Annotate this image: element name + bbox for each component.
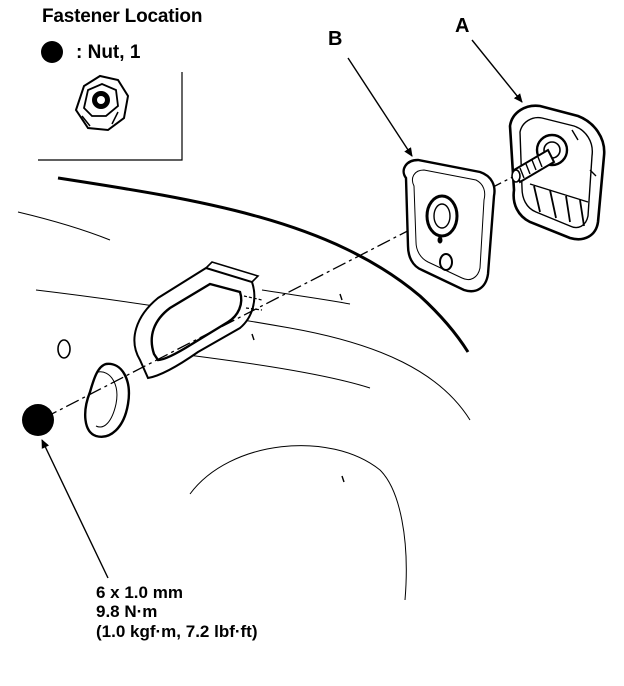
- leader-b: [347, 57, 413, 157]
- callout-a-label: A: [455, 15, 470, 37]
- legend-inset: [38, 41, 183, 161]
- nut-location-dot: [22, 404, 54, 436]
- spec-torque-alt: (1.0 kgf·m, 7.2 lbf·ft): [96, 622, 258, 641]
- nut-legend-dot: [41, 41, 63, 63]
- bracket-a: [508, 104, 606, 241]
- leader-a: [471, 39, 523, 103]
- spec-size: 6 x 1.0 mm: [96, 583, 183, 602]
- callout-b-label: B: [328, 28, 343, 50]
- body-bracket: [133, 261, 263, 380]
- body-hole-large: [84, 362, 131, 438]
- leader-nut: [41, 439, 109, 579]
- gasket-b: [402, 158, 496, 293]
- body-panel: [17, 176, 471, 601]
- body-hole-small: [57, 339, 71, 359]
- legend-title: Fastener Location: [42, 6, 203, 27]
- spec-torque-nm: 9.8 N·m: [96, 602, 158, 621]
- legend-item-label: : Nut, 1: [76, 42, 141, 63]
- flange-nut-icon: [74, 74, 130, 132]
